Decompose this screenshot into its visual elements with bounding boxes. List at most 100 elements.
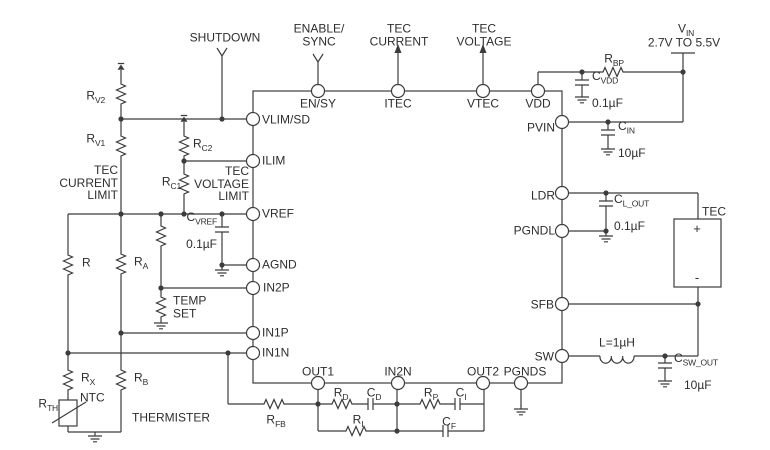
cswout-value: 10µF [684,378,712,393]
r-base: R [82,255,91,270]
vref-terminal-icon [179,114,189,129]
cvdd-sub: VDD [600,75,619,86]
ri-sub: I [361,418,364,429]
pin-circle-pgnds [513,375,529,391]
resistor-r [62,252,74,278]
ground-icon [574,92,590,104]
rv2-sub: V2 [95,94,105,105]
ground-icon [600,144,616,156]
temp-set-label: TEMP SET [173,293,207,320]
tec-current-limit-label: TEC CURRENT LIMIT [59,162,118,203]
pin-circle-in1p [245,325,261,341]
pin-label-out1: OUT1 [301,364,335,379]
tec-block-label: TEC [702,204,726,219]
pin-circle-ldr [554,185,570,201]
tec-current-label: TEC CURRENT [369,21,429,48]
cvref-value: 0.1µF [186,237,217,252]
pin-label-pgnds: PGNDS [503,364,547,379]
rv1-sub: V1 [95,137,105,148]
resistor-ra [115,251,127,277]
pin-label-vtec: VTEC [466,96,500,111]
pin-circle-ensy [310,83,326,99]
pin-circle-vtec [475,83,491,99]
enable-sync-label: ENABLE/ SYNC [293,21,345,48]
ra-label: RA [134,254,149,271]
ri-label: RI [353,413,364,429]
cin-name: CIN [618,119,646,135]
pin-circle-vlimsd [245,111,261,127]
resistor-tempset-upper [155,223,167,249]
clout-name: CL_OUT [614,191,650,209]
pin-label-pgndl: PGNDL [513,223,555,238]
resistor-rc2 [178,133,190,159]
ci-base: C [455,385,465,400]
cswout-name: CSW_OUT [674,350,718,367]
tec-plus-label: + [693,221,701,237]
cf-sub: F [450,420,456,431]
tec-box [673,218,722,288]
rx-base: R [81,370,90,385]
rc2-label: RC2 [193,136,213,153]
pin-label-ilim: ILIM [262,153,286,168]
pin-label-vdd: VDD [525,96,551,111]
pin-circle-vdd [530,83,546,99]
ci-sub: I [464,391,467,402]
rth-sub: TH [47,402,58,413]
inductor-label: L=1µH [599,335,635,350]
rb-sub: B [142,376,149,387]
tec-voltage-limit-label: TEC VOLTAGE LIMIT [194,163,249,204]
rx-sub: X [89,376,96,387]
cvref-base: C [186,209,196,224]
vin-range-label: 2.7V TO 5.5V [647,35,721,50]
rc1-sub: C1 [170,180,182,191]
clout-sub: L_OUT [622,198,650,209]
ground-icon [657,376,673,388]
pin-circle-sw [554,348,570,364]
pin-circle-vref [245,206,261,222]
rth-base: R [38,396,48,411]
clout-label: CL_OUT 0.1µF [614,180,649,246]
resistor-rv1 [115,133,127,159]
rp-sub: P [432,391,439,402]
cvdd-name: CVDD [592,69,623,86]
cvref-sub: VREF [195,216,217,227]
ground-icon [153,318,169,330]
pin-label-ldr: LDR [530,188,555,203]
ra-sub: A [142,260,149,271]
pin-label-ensy: EN/SY [299,96,337,111]
vtec-arrow-icon [479,44,487,84]
cd-label: CD [366,385,382,402]
cd-base: C [366,385,376,400]
clout-base: C [614,191,623,206]
ntc-thermistor [51,399,87,427]
cvref-label: CVREF 0.1µF [186,198,217,264]
rc2-sub: C2 [201,142,213,153]
pin-circle-in2n [390,375,406,391]
pin-label-in1n: IN1N [262,345,290,360]
rd-base: R [333,385,343,400]
cvref-name: CVREF [186,209,217,227]
pin-label-in2n: IN2N [384,364,412,379]
cf-base: C [442,414,451,429]
rb-label: RB [134,371,149,387]
rbp-sub: BP [612,57,624,68]
cd-sub: D [375,391,382,402]
pin-label-vlimsd: VLIM/SD [262,112,311,127]
ra-base: R [134,254,143,269]
rv2-base: R [86,88,95,103]
ground-icon [513,404,529,416]
pin-circle-in1n [245,345,261,361]
rx-label: RX [81,370,96,387]
ntc-label: NTC [80,390,105,405]
r-label: R [82,255,91,270]
rbp-base: R [604,51,613,66]
rc2-base: R [193,136,202,151]
rv1-base: R [86,131,95,146]
pin-circles [245,83,570,391]
resistor-rv2 [115,81,127,107]
rp-base: R [423,385,433,400]
resistor-rx [62,367,74,393]
cswout-base: C [674,350,683,365]
wires-bottom [317,390,522,432]
